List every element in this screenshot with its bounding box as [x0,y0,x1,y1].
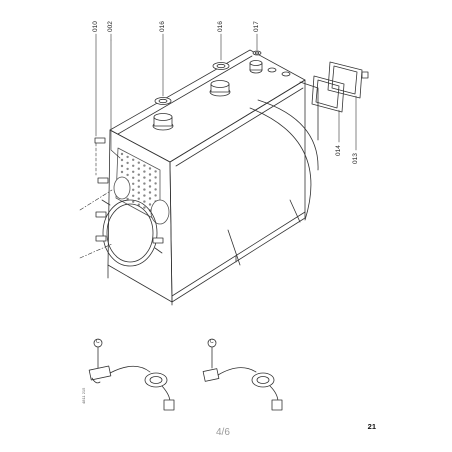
grid-hole [120,170,124,174]
grid-hole [132,188,135,191]
grid-hole [137,185,140,188]
grid-hole [143,188,146,191]
boiler-body [107,49,306,306]
sheet-index: 4/6 [216,427,230,438]
grid-hole [132,158,135,161]
callout-leaders [79,33,357,259]
grid-hole [137,191,140,194]
callout-002: 002 [107,21,114,32]
grid-hole [148,185,152,188]
drawing-reference-code: 4811 215 [81,387,86,404]
callout-014: 014 [335,145,342,156]
harness-1-marker: C [96,339,100,345]
cable-harness-1 [88,338,175,411]
grid-hole [126,197,129,201]
grid-hole [137,161,140,164]
grid-hole [137,197,140,200]
grid-hole [126,161,129,165]
callout-010: 010 [92,21,99,32]
grid-hole [148,173,152,176]
callout-017: 017 [253,21,260,32]
cable-harness-2 [202,338,283,411]
gasket-013 [327,61,369,99]
front-burner-grid [113,147,170,225]
gasket-014 [311,75,345,113]
grid-hole [143,194,146,197]
grid-hole [132,182,135,185]
callout-013: 013 [352,153,359,164]
grid-hole [137,167,140,170]
grid-hole [132,200,135,203]
grid-hole [132,176,135,179]
grid-hole [137,179,140,182]
grid-hole [143,176,146,179]
grid-hole [120,158,124,162]
grid-hole [148,191,152,194]
grid-hole [143,206,146,209]
grid-hole [154,194,157,197]
grid-hole [143,170,146,173]
grid-hole [126,173,129,177]
grid-hole [120,164,124,168]
grid-hole [132,194,135,197]
top-fittings [152,50,291,131]
harness-2-marker: C [210,339,214,345]
grid-hole [132,170,135,173]
grid-hole [143,200,146,203]
grid-hole [148,203,152,206]
grid-hole [143,164,146,167]
grid-hole [126,167,129,171]
grid-hole [137,173,140,176]
grid-hole [143,182,146,185]
front-door-ring [101,199,163,267]
grid-hole [148,167,152,170]
grid-hole [126,155,129,159]
grid-hole [154,182,157,185]
grid-hole [137,203,140,206]
grid-hole [120,152,124,156]
page-number: 21 [367,422,376,431]
grid-hole [154,176,157,179]
boiler-end-shell [249,81,319,221]
grid-hole [132,164,135,167]
callout-016-middle: 016 [217,21,224,32]
front-brackets [94,137,164,244]
callout-016-front: 016 [159,21,166,32]
grid-hole [148,179,152,182]
grid-hole [154,170,157,173]
grid-hole [148,197,152,200]
grid-hole [154,188,157,191]
